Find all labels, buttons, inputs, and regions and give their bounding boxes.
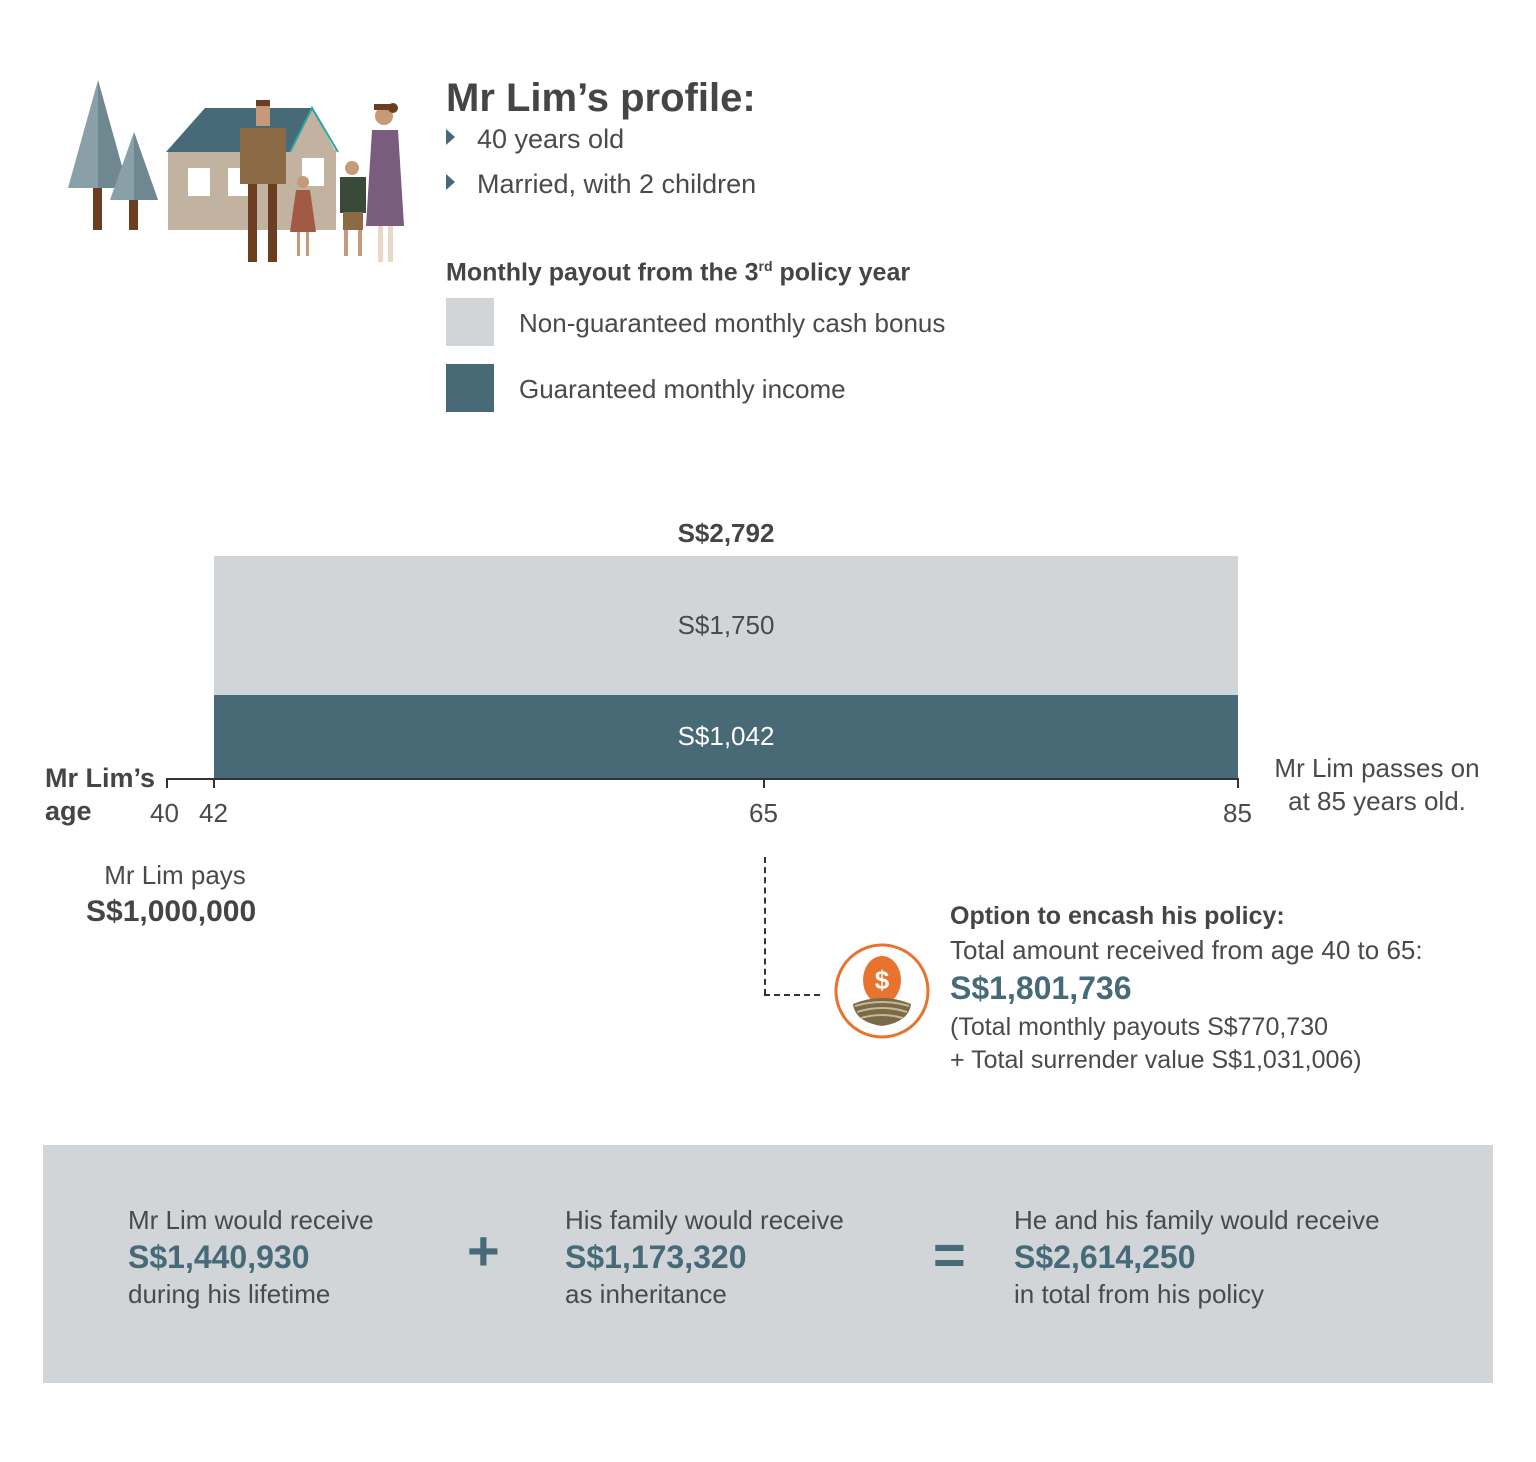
tree-icon bbox=[68, 80, 128, 230]
axis-tick bbox=[166, 778, 168, 788]
axis-tick bbox=[1237, 778, 1239, 788]
bar-label-bonus: S$1,750 bbox=[677, 609, 775, 640]
girl-figure bbox=[290, 176, 316, 256]
summary-lifetime: Mr Lim would receive S$1,440,930 during … bbox=[128, 1205, 374, 1309]
axis-tick bbox=[763, 778, 765, 788]
bar-label-income: S$1,042 bbox=[677, 720, 775, 751]
caret-right-icon bbox=[446, 174, 455, 190]
summary-panel: Mr Lim would receive S$1,440,930 during … bbox=[43, 1145, 1493, 1383]
woman-figure bbox=[366, 103, 404, 262]
encash-amount: S$1,801,736 bbox=[950, 970, 1132, 1006]
total-payout-label: S$2,792 bbox=[677, 518, 775, 548]
encash-subtitle: Total amount received from age 40 to 65: bbox=[950, 935, 1423, 965]
nest-egg-dollar-icon: $ bbox=[834, 943, 930, 1039]
dotted-connector bbox=[764, 994, 820, 996]
plus-icon: + bbox=[467, 1219, 500, 1282]
profile-title: Mr Lim’s profile: bbox=[446, 76, 756, 120]
legend-title: Monthly payout from the 3rd policy year bbox=[446, 258, 911, 287]
svg-text:$: $ bbox=[875, 965, 890, 995]
dotted-connector bbox=[764, 857, 766, 995]
bar-guaranteed-income: S$1,042 bbox=[214, 695, 1238, 778]
family-house-illustration bbox=[68, 80, 404, 262]
tick-label-85: 85 bbox=[1223, 798, 1252, 828]
pays-label: Mr Lim pays bbox=[104, 860, 246, 890]
caret-right-icon bbox=[446, 129, 455, 145]
tick-label-65: 65 bbox=[749, 798, 778, 828]
profile-bullet: Married, with 2 children bbox=[446, 169, 756, 200]
boy-figure bbox=[340, 161, 366, 256]
encash-note: (Total monthly payouts S$770,730+ Total … bbox=[950, 1013, 1362, 1074]
tick-label-40: 40 bbox=[150, 798, 179, 828]
man-figure bbox=[240, 100, 286, 262]
encash-title: Option to encash his policy: bbox=[950, 902, 1285, 930]
premium-paid: Mr Lim pays S$1,000,000 bbox=[60, 860, 290, 929]
bar-non-guaranteed-bonus: S$1,750 bbox=[214, 556, 1238, 695]
summary-inheritance: His family would receive S$1,173,320 as … bbox=[565, 1205, 844, 1309]
profile-bullet: 40 years old bbox=[446, 124, 624, 155]
encash-option: Option to encash his policy: Total amoun… bbox=[950, 902, 1510, 1077]
legend-label-bonus: Non-guaranteed monthly cash bonus bbox=[519, 308, 946, 338]
equals-icon: = bbox=[933, 1223, 966, 1286]
legend-swatch-bonus bbox=[446, 298, 494, 346]
tick-label-42: 42 bbox=[199, 798, 228, 828]
age-axis-line bbox=[167, 778, 1238, 780]
summary-total: He and his family would receive S$2,614,… bbox=[1014, 1205, 1380, 1309]
legend-swatch-income bbox=[446, 364, 494, 412]
tree-icon bbox=[110, 132, 158, 230]
pays-amount: S$1,000,000 bbox=[86, 895, 257, 928]
legend-label-income: Guaranteed monthly income bbox=[519, 374, 846, 404]
axis-tick bbox=[213, 778, 215, 788]
